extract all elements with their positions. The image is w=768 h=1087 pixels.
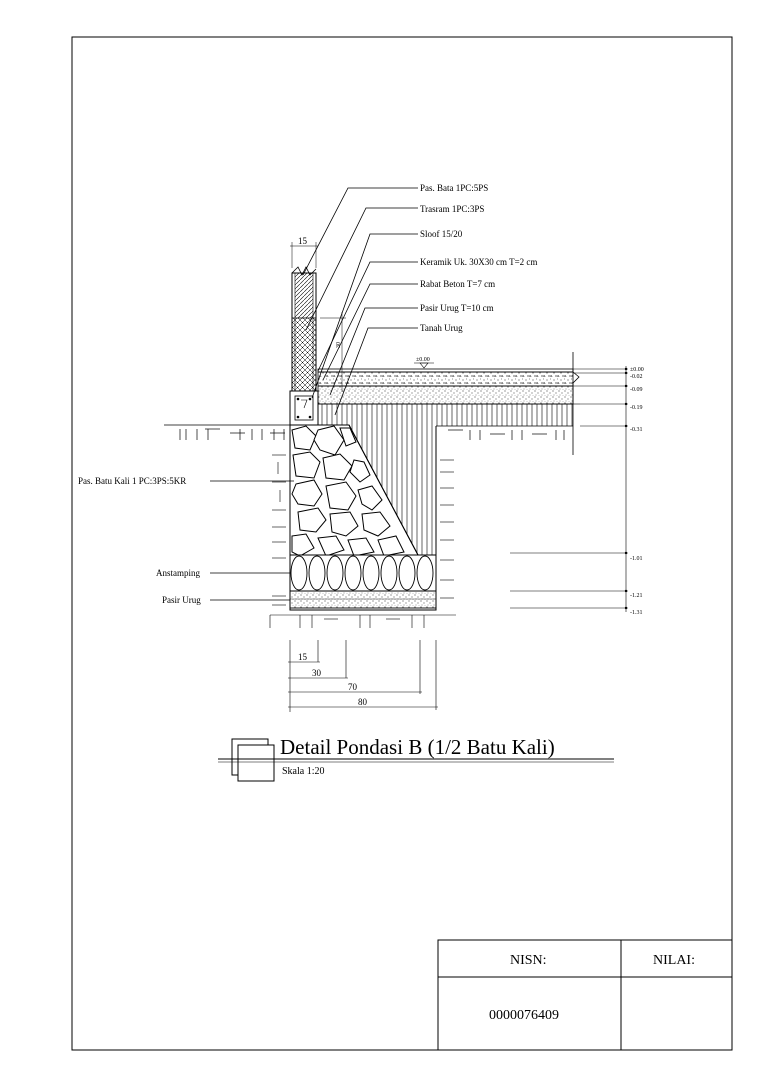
label-batu-kali: Pas. Batu Kali 1 PC:3PS:5KR	[78, 476, 186, 486]
sheet-border	[71, 36, 733, 1051]
elevation-3: -0.19	[630, 405, 643, 411]
elevation-0: ±0.00	[630, 367, 644, 373]
dim-base-70: 70	[348, 682, 358, 692]
pasir-urug-bottom-layer	[289, 590, 437, 609]
trasram-layer	[291, 317, 317, 392]
title-block-table: NISN: NILAI: 0000076409	[437, 939, 733, 1051]
dim-wall-width: 15	[298, 236, 308, 246]
elevation-4: -0.31	[630, 427, 643, 433]
dim-base-30: 30	[312, 668, 322, 678]
nisn-label: NISN:	[510, 953, 547, 968]
dim-base-15: 15	[298, 652, 308, 662]
elevation-7: -1.31	[630, 610, 643, 616]
title-symbol-front	[237, 744, 275, 782]
base-dimensions	[288, 640, 438, 712]
nisn-value: 0000076409	[489, 1008, 559, 1023]
label-sloof: Sloof 15/20	[420, 229, 463, 239]
keramik-layer	[317, 368, 574, 373]
label-pas-bata: Pas. Bata 1PC:5PS	[420, 183, 488, 193]
elevation-5: -1.01	[630, 556, 643, 562]
label-trasram: Trasram 1PC:3PS	[420, 204, 484, 214]
foundation-detail: 15 30 ±0.00	[78, 183, 644, 712]
rabat-beton-layer	[317, 371, 574, 387]
label-tanah-urug: Tanah Urug	[420, 323, 463, 333]
elevation-lines	[510, 366, 628, 612]
drawing-title-block: Detail Pondasi B (1/2 Batu Kali) Skala 1…	[218, 735, 614, 782]
drawing-scale: Skala 1:20	[282, 766, 325, 777]
label-pasir-urug-top: Pasir Urug T=10 cm	[420, 303, 494, 313]
elevation-2: -0.09	[630, 387, 643, 393]
label-keramik: Keramik Uk. 30X30 cm T=2 cm	[420, 257, 537, 267]
elevation-6: -1.21	[630, 593, 643, 599]
elevation-1: -0.02	[630, 374, 643, 380]
floor-level-label: ±0.00	[416, 357, 430, 363]
dim-trasram: 30	[336, 342, 342, 348]
leader-lines	[210, 187, 418, 601]
nilai-label: NILAI:	[653, 953, 695, 968]
label-pasir-urug-bottom: Pasir Urug	[162, 595, 201, 605]
label-rabat-beton: Rabat Beton T=7 cm	[420, 279, 495, 289]
drawing-title: Detail Pondasi B (1/2 Batu Kali)	[280, 735, 555, 759]
pasir-urug-layer	[317, 385, 574, 405]
label-anstamping: Anstamping	[156, 568, 200, 578]
tanah-urug-fill	[318, 404, 573, 426]
dim-base-80: 80	[358, 697, 368, 707]
